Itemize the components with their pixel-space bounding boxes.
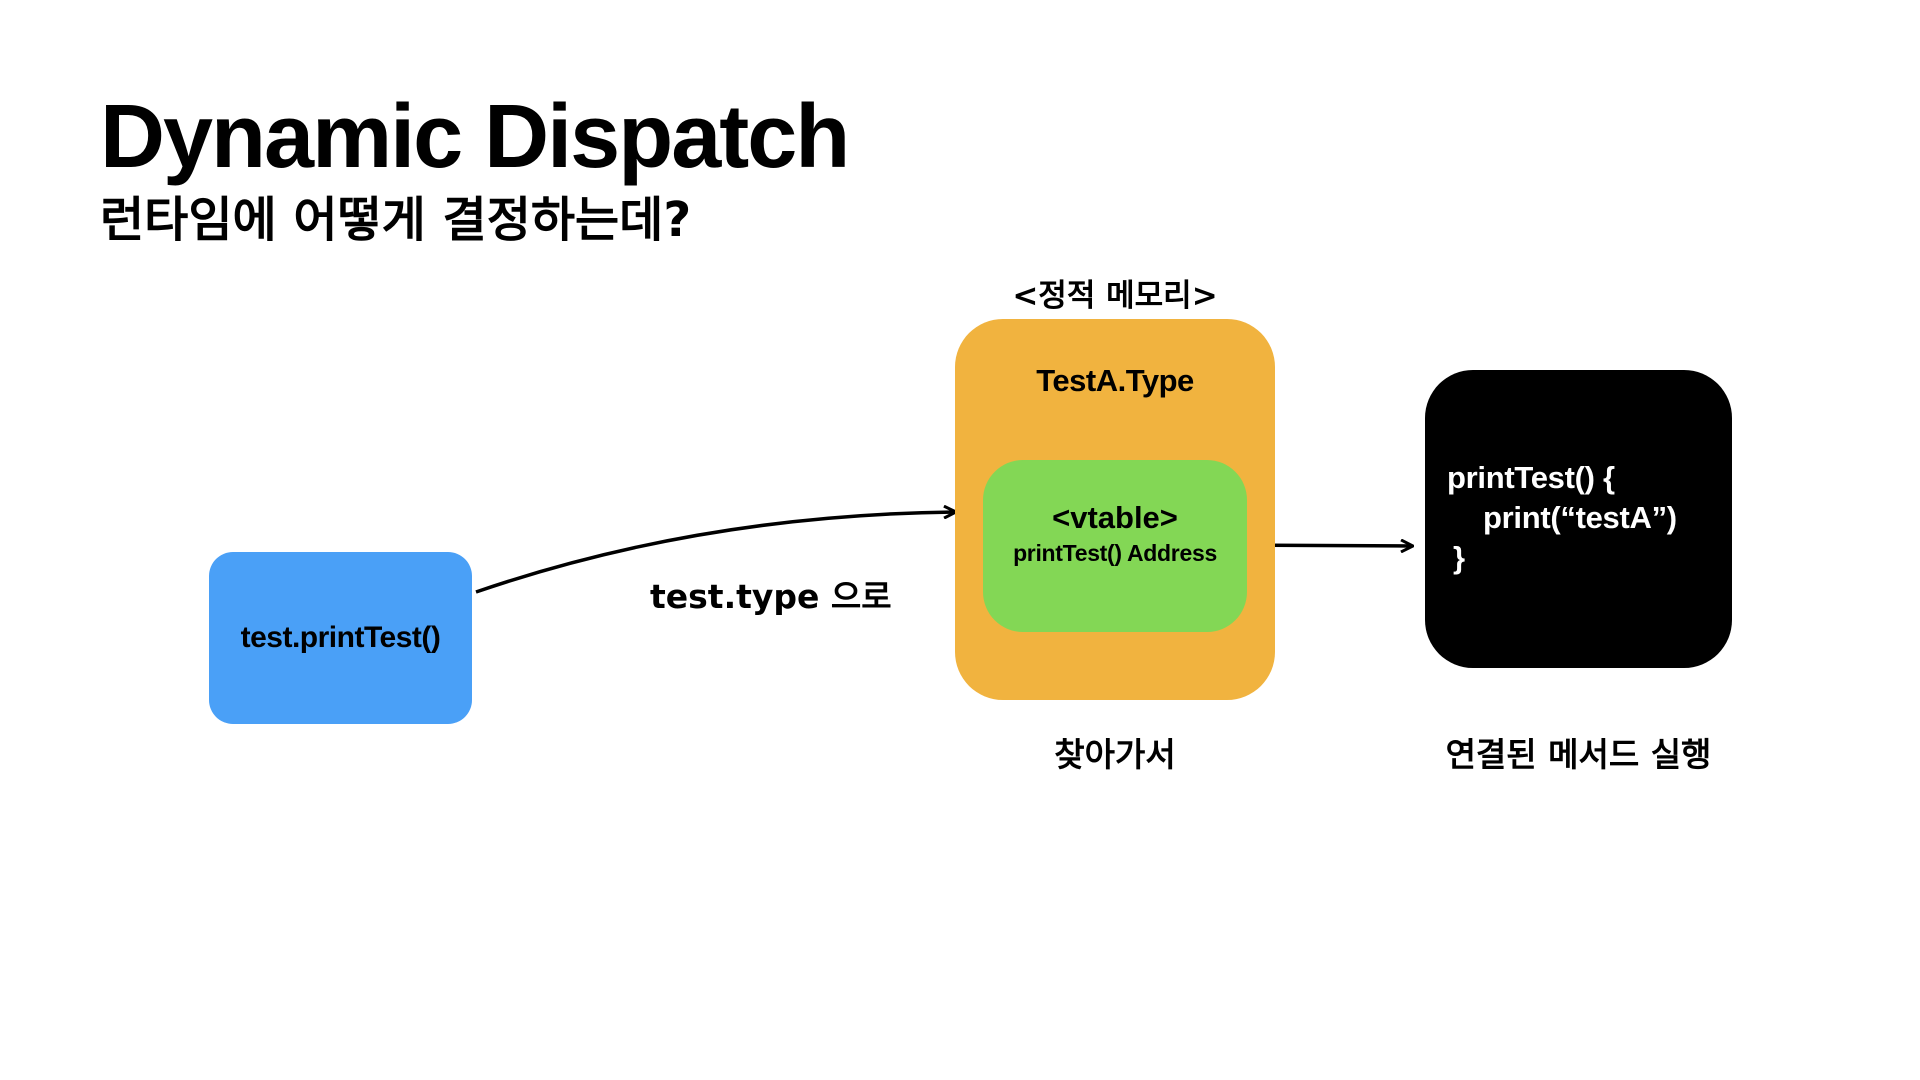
type-metadata-box: TestA.Type <vtable> printTest() Address	[955, 319, 1275, 700]
code-line-2: print(“testA”)	[1483, 500, 1677, 535]
vtable-title: <vtable>	[1052, 500, 1178, 535]
code-line-3: }	[1453, 540, 1465, 575]
method-body-box: printTest() { print(“testA”) }	[1425, 370, 1732, 668]
call-box: test.printTest()	[209, 552, 472, 724]
static-memory-header: <정적 메모리>	[1012, 278, 1218, 314]
vtable-entry: printTest() Address	[1013, 540, 1217, 566]
vtable-box: <vtable> printTest() Address	[983, 460, 1247, 632]
arrow-label-type: test.type 으로	[650, 577, 892, 616]
page-subtitle: 런타임에 어떻게 결정하는데?	[100, 192, 692, 248]
code-line-1: printTest() {	[1447, 460, 1615, 495]
page-title: Dynamic Dispatch	[100, 87, 850, 187]
type-lookup-arrow	[475, 512, 955, 594]
method-caption: 연결된 메서드 실행	[1445, 735, 1712, 774]
call-box-label: test.printTest()	[240, 621, 441, 654]
static-memory-caption: 찾아가서	[1054, 735, 1176, 774]
type-metadata-label: TestA.Type	[1036, 363, 1194, 398]
